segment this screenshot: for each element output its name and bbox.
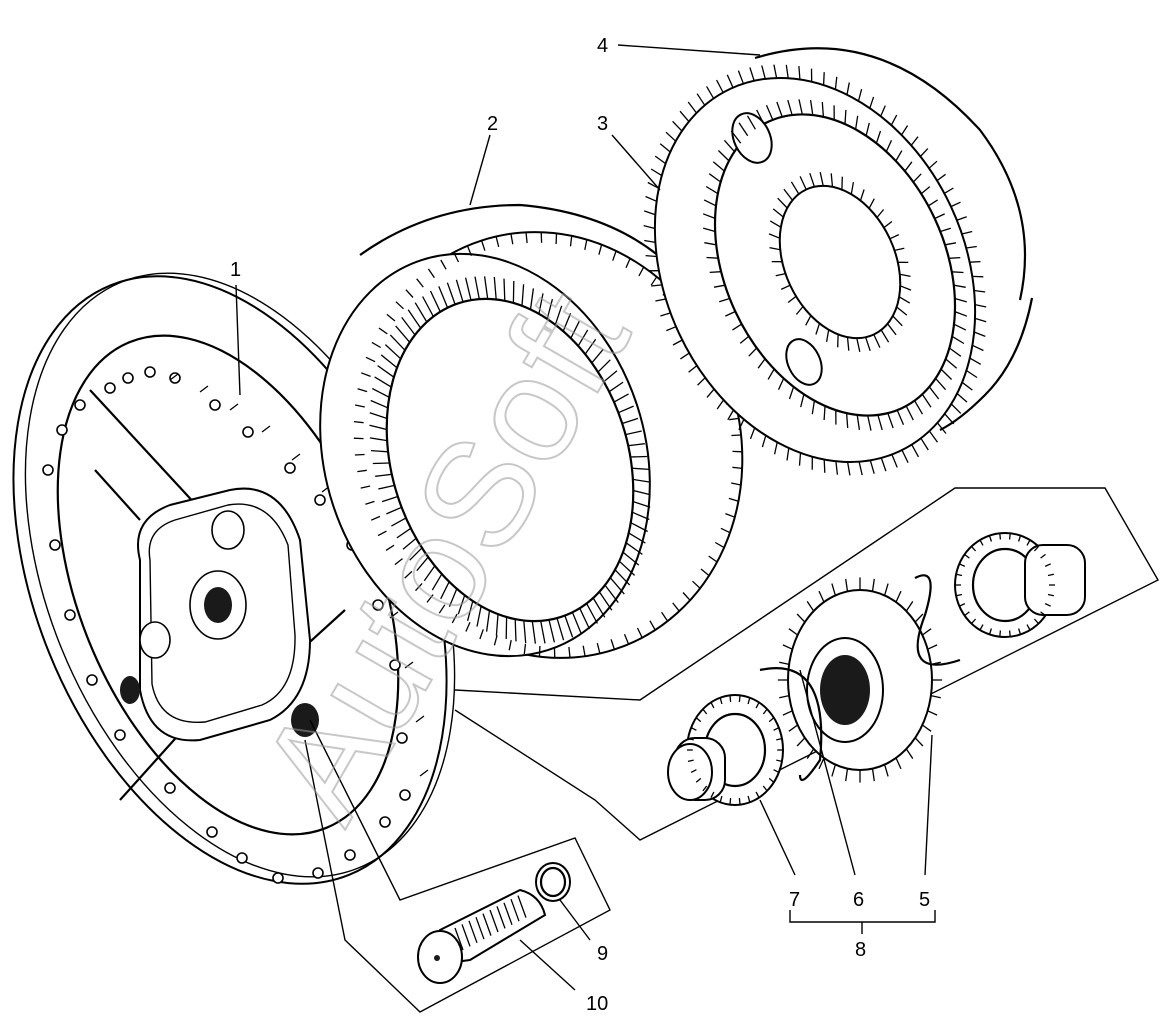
bolt-holes	[42, 366, 411, 884]
callout-5: 5	[919, 889, 930, 911]
callout-7: 7	[789, 889, 800, 911]
pin-assembly	[304, 719, 611, 1013]
part-4-snap-ring	[754, 47, 1034, 431]
callout-4: 4	[597, 35, 608, 57]
callout-3: 3	[597, 113, 608, 135]
callout-1: 1	[230, 259, 241, 281]
callout-8: 8	[855, 939, 866, 961]
leader-lines	[235, 44, 936, 991]
callout-2: 2	[487, 113, 498, 135]
part-2-ring-gear	[319, 203, 744, 659]
callout-10: 10	[586, 993, 608, 1015]
callout-6: 6	[853, 889, 864, 911]
callout-labels: 1 2 3 4 5 6 7 8 9 10	[230, 35, 930, 1015]
part-3-external-gear	[643, 64, 987, 476]
part-8-gear-assembly	[454, 487, 1159, 841]
callout-9: 9	[597, 943, 608, 965]
